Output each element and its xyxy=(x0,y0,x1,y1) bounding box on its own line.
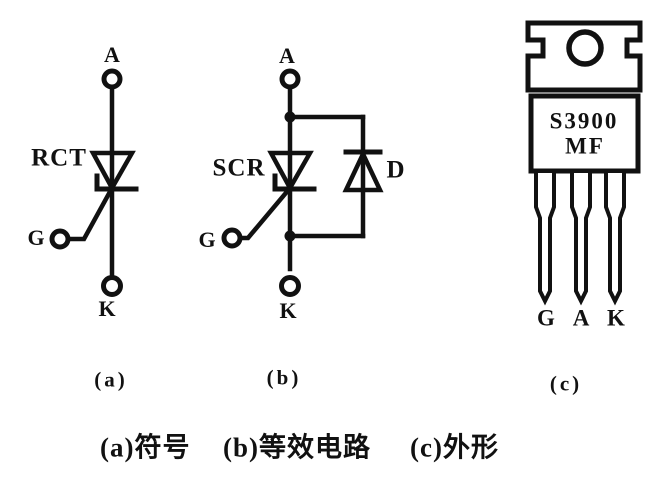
package-outline-drawing xyxy=(525,20,643,306)
gate-label-a: G xyxy=(27,225,45,250)
gate-terminal-a xyxy=(49,228,71,250)
package-marking-line2: MF xyxy=(565,133,605,159)
rct-symbol-drawing xyxy=(49,68,139,297)
device-label-rct: RCT xyxy=(31,144,87,172)
anode-label-a: A xyxy=(104,42,120,67)
caption-part-c: (c)外形 xyxy=(410,432,499,463)
panel-tag-b: (b) xyxy=(266,365,302,390)
anode-terminal-a xyxy=(101,68,123,90)
cathode-label-b: K xyxy=(279,298,297,323)
pin-label-anode: A xyxy=(572,305,590,331)
mounting-hole xyxy=(566,29,604,67)
pin-label-gate: G xyxy=(537,305,555,331)
gate-wire-a xyxy=(65,184,116,242)
package-leg-gate xyxy=(534,169,556,306)
package-marking-line1: S3900 xyxy=(549,108,619,134)
package-leg-anode xyxy=(570,169,592,306)
equivalent-circuit-drawing xyxy=(221,68,384,297)
cathode-terminal-b xyxy=(279,275,301,297)
junction-dot-bottom xyxy=(284,230,296,242)
caption-part-b: (b)等效电路 xyxy=(223,432,371,463)
cathode-bar-b xyxy=(272,173,317,192)
gate-wire-b xyxy=(237,184,294,241)
device-label-scr: SCR xyxy=(212,154,266,182)
package-leg-cathode xyxy=(604,169,626,306)
anode-label-b: A xyxy=(279,43,295,68)
gate-label-b: G xyxy=(198,227,216,252)
anode-terminal-b xyxy=(279,68,301,90)
cathode-terminal-a xyxy=(101,275,123,297)
cathode-label-a: K xyxy=(98,296,116,321)
panel-tag-c: (c) xyxy=(549,371,583,396)
caption-part-a: (a)符号 xyxy=(100,432,191,463)
cathode-bar-a xyxy=(94,173,139,192)
diode-label-d: D xyxy=(386,156,406,184)
package-body xyxy=(528,93,641,174)
junction-dot-top xyxy=(284,111,296,123)
gate-terminal-b xyxy=(221,227,243,249)
panel-tag-a: (a) xyxy=(94,367,128,392)
pin-label-cathode: K xyxy=(607,305,625,331)
